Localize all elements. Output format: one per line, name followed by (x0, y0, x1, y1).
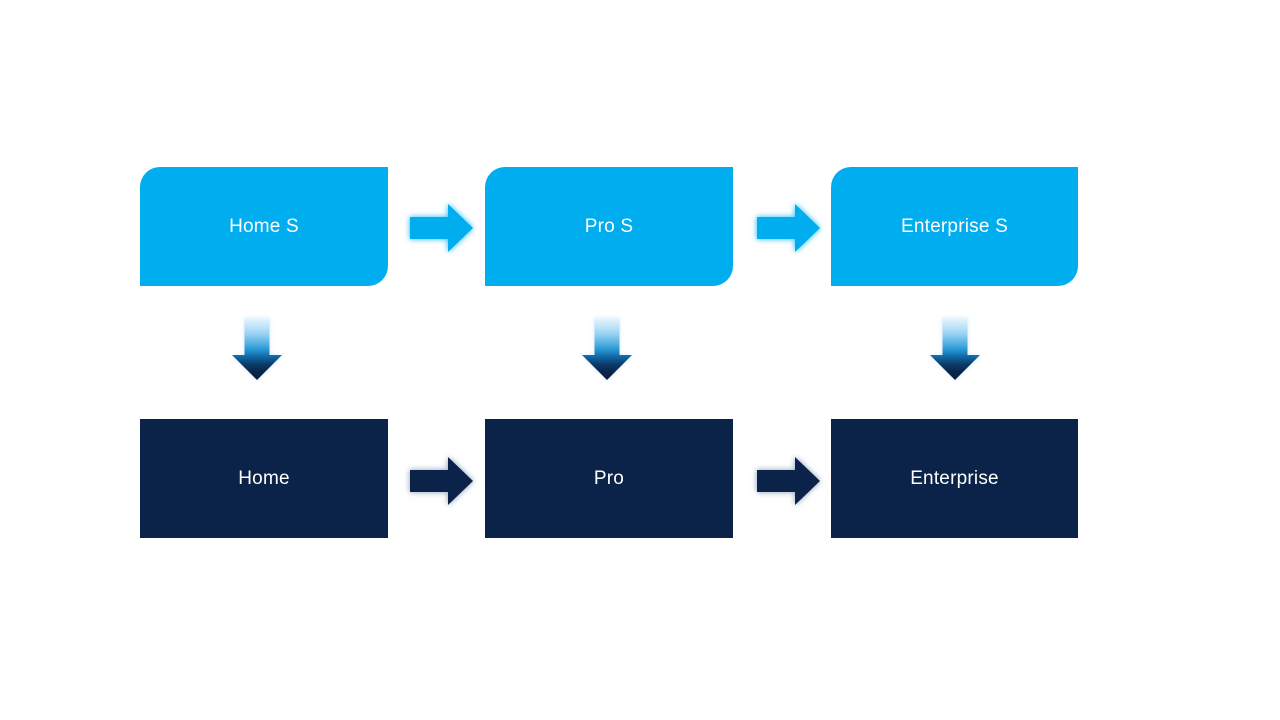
node-home-label: Home (238, 467, 290, 489)
node-pro: Pro (485, 419, 733, 538)
right-arrow-icon (410, 456, 474, 506)
right-arrow-icon (757, 456, 821, 506)
node-pro-s: Pro S (485, 167, 733, 286)
right-arrow-icon (410, 203, 474, 253)
node-enterprise-label: Enterprise (910, 467, 999, 489)
node-home-s-label: Home S (229, 215, 299, 237)
node-enterprise-s-label: Enterprise S (901, 215, 1008, 237)
down-arrow-icon (582, 318, 632, 380)
node-pro-label: Pro (593, 467, 625, 489)
node-enterprise-s: Enterprise S (831, 167, 1078, 286)
node-home: Home (140, 419, 388, 538)
down-arrow-icon (930, 318, 980, 380)
right-arrow-icon (757, 203, 821, 253)
down-arrow-icon (232, 318, 282, 380)
node-home-s: Home S (140, 167, 388, 286)
node-pro-s-label: Pro S (584, 215, 634, 237)
node-enterprise: Enterprise (831, 419, 1078, 538)
